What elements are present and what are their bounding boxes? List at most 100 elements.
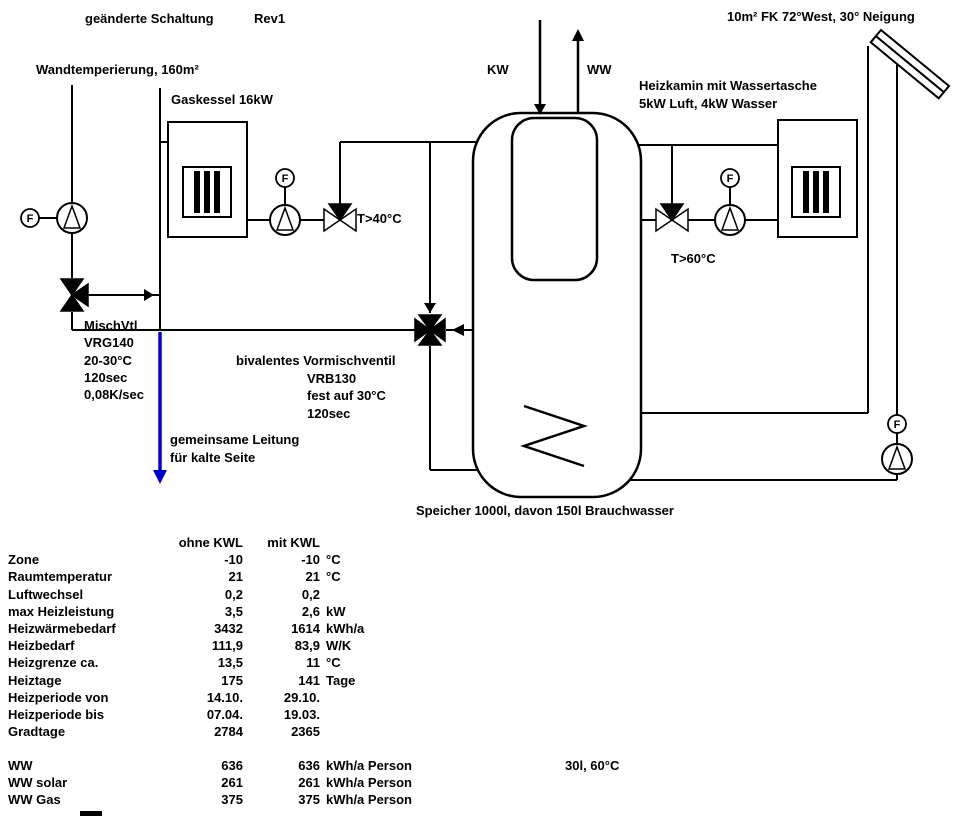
row-ohne-value: 13,5 xyxy=(217,655,243,671)
row-label: Raumtemperatur xyxy=(8,569,113,585)
row-label: Heizperiode von xyxy=(8,689,109,705)
row-label: Luftwechsel xyxy=(8,586,84,602)
row-ohne-value: -10 xyxy=(224,552,243,568)
mischvtl-line: VRG140 xyxy=(84,335,134,351)
row-ohne-value: 07.04. xyxy=(206,706,243,722)
cutoff-text-artifact xyxy=(80,811,102,816)
stove-3way-valve xyxy=(655,203,689,233)
row-label: WW Gas xyxy=(8,792,61,808)
premix-line: 120sec xyxy=(307,405,351,421)
row-unit: kWh/a xyxy=(326,620,365,636)
row-mit-value: 29.10. xyxy=(283,689,320,705)
premix-valve-title: bivalentes Vormischventil xyxy=(236,353,396,368)
row-ohne-value: 261 xyxy=(221,775,243,791)
stove-label-line1: Heizkamin mit Wassertasche xyxy=(639,78,817,93)
row-ohne-value: 636 xyxy=(221,758,243,773)
t40-label: T>40°C xyxy=(357,211,402,226)
col-header-mit-kwl: mit KWL xyxy=(267,535,320,550)
row-unit: kWh/a Person xyxy=(326,758,412,773)
row-mit-value: 261 xyxy=(298,775,320,791)
row-ohne-value: 21 xyxy=(228,569,243,585)
table-row: max Heizleistung 3,5 2,6 kW xyxy=(8,603,828,620)
table-row: Raumtemperatur 21 21 °C xyxy=(8,568,828,585)
temp-sensor-wall: F xyxy=(20,208,40,228)
premix-top-inlet-arrow xyxy=(424,303,436,313)
row-label: Heizbedarf xyxy=(8,638,75,654)
row-ohne-value: 2784 xyxy=(214,724,243,740)
t60-label: T>60°C xyxy=(671,251,716,266)
table-row: Heizwärmebedarf 3432 1614 kWh/a xyxy=(8,620,828,637)
row-mit-value: 2,6 xyxy=(301,603,320,619)
stove-circuit-pump xyxy=(714,204,746,236)
wall-mixing-valve xyxy=(59,278,89,312)
col-header-ohne-kwl: ohne KWL xyxy=(178,535,243,550)
ww-note: 30l, 60°C xyxy=(565,758,620,773)
temp-sensor-boiler: F xyxy=(275,168,295,188)
row-unit: kW xyxy=(326,603,346,619)
svg-text:F: F xyxy=(727,173,734,185)
table-row: Zone -10 -10 °C xyxy=(8,551,828,568)
table-row: WW Gas 375 375 kWh/a Person xyxy=(8,791,828,808)
row-ohne-value: 111,9 xyxy=(211,638,243,654)
premix-right-inlet-arrow xyxy=(452,324,464,336)
table-row: Heizperiode bis 07.04. 19.03. xyxy=(8,706,828,723)
row-label: Heiztage xyxy=(8,672,62,688)
row-mit-value: 2365 xyxy=(291,724,320,740)
hot-water-arrow xyxy=(572,29,584,41)
row-mit-value: 11 xyxy=(306,655,320,671)
premix-line: fest auf 30°C xyxy=(307,388,386,404)
row-ohne-value: 0,2 xyxy=(224,586,243,602)
row-ohne-value: 175 xyxy=(221,672,243,688)
mischvtl-line: 20-30°C xyxy=(84,352,132,368)
row-label: Zone xyxy=(8,552,40,568)
cold-water-label: KW xyxy=(487,62,509,77)
wood-stove xyxy=(777,119,858,238)
row-label: Heizwärmebedarf xyxy=(8,620,116,636)
changed-circuit-label: geänderte Schaltung xyxy=(85,11,214,26)
svg-text:F: F xyxy=(282,173,289,185)
wall-circuit-pump xyxy=(56,202,88,234)
wall-supply-arrow xyxy=(144,289,154,301)
row-label: WW solar xyxy=(8,775,68,791)
table-row: WW 636 636 kWh/a Person 30l, 60°C xyxy=(8,757,828,774)
common-line-label-1: gemeinsame Leitung xyxy=(170,432,300,447)
row-mit-value: 375 xyxy=(298,792,320,808)
row-ohne-value: 3,5 xyxy=(224,603,243,619)
revision-label: Rev1 xyxy=(254,11,286,26)
hot-water-label: WW xyxy=(587,62,612,77)
table-row: WW solar 261 261 kWh/a Person xyxy=(8,774,828,791)
table-row: Heizbedarf 111,9 83,9 W/K xyxy=(8,637,828,654)
gas-boiler-label: Gaskessel 16kW xyxy=(171,92,273,107)
wall-mixing-valve-spec: MischVtl VRG140 20-30°C 120sec 0,08K/sec xyxy=(84,317,144,403)
row-label: max Heizleistung xyxy=(8,603,115,619)
table-row: Gradtage 2784 2365 xyxy=(8,723,828,740)
temp-sensor-stove: F xyxy=(720,168,740,188)
premix-valve-spec: VRB130 fest auf 30°C 120sec xyxy=(307,370,386,422)
cold-water-arrow xyxy=(534,104,546,115)
row-unit: °C xyxy=(326,552,341,568)
row-unit: °C xyxy=(326,569,341,585)
mischvtl-line: 120sec xyxy=(84,369,128,385)
table-row: Heizperiode von 14.10. 29.10. xyxy=(8,689,828,706)
row-unit: °C xyxy=(326,655,341,671)
row-mit-value: -10 xyxy=(301,552,320,568)
row-ohne-value: 375 xyxy=(221,792,243,808)
row-ohne-value: 3432 xyxy=(214,620,243,636)
heating-demand-table: ohne KWL mit KWL Zone -10 -10 °C Raumtem… xyxy=(8,534,828,740)
common-line-label-2: für kalte Seite xyxy=(170,450,256,465)
collector-note-label: 10m² FK 72°West, 30° Neigung xyxy=(727,9,915,24)
row-unit: kWh/a Person xyxy=(326,792,412,808)
common-cold-line-arrow xyxy=(153,332,167,484)
row-mit-value: 19.03. xyxy=(283,706,320,722)
row-unit xyxy=(320,706,326,723)
row-mit-value: 21 xyxy=(305,569,320,585)
temp-sensor-solar: F xyxy=(887,414,907,434)
row-mit-value: 0,2 xyxy=(301,586,320,602)
row-ohne-value: 14.10. xyxy=(206,689,243,705)
row-mit-value: 141 xyxy=(298,672,320,688)
dhw-tank xyxy=(510,116,599,282)
table-row: Luftwechsel 0,2 0,2 xyxy=(8,586,828,603)
row-unit: Tage xyxy=(326,672,356,688)
row-unit xyxy=(320,723,326,740)
